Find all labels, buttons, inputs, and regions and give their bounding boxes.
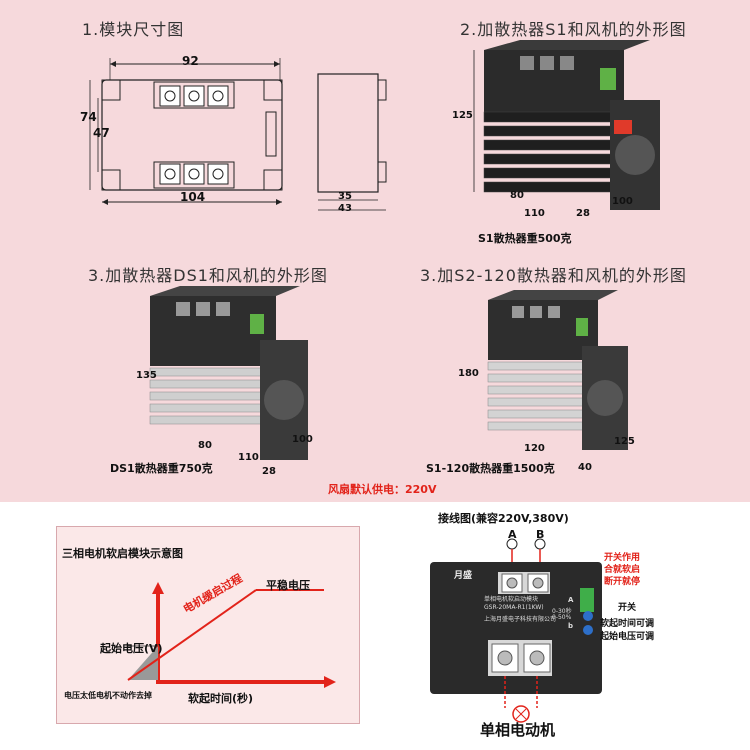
- s2-d3: 125: [614, 436, 635, 447]
- switch-note-line1: 开关作用: [604, 553, 641, 563]
- dim-bottom: 104: [180, 190, 206, 204]
- module-line2: GSR-20MA-R1(1KW): [484, 604, 544, 611]
- ds1-d3: 28: [262, 466, 276, 477]
- switch-note-line3: 断开就停: [604, 577, 641, 587]
- module-line3: 上海月盛电子科技有限公司: [484, 616, 557, 623]
- ds1-heatsink-image: [149, 286, 308, 460]
- terminal-a-label: A: [508, 528, 517, 541]
- module-dimension-drawing: [89, 58, 387, 211]
- dim-top: 92: [182, 54, 199, 68]
- switch-label: 开关: [618, 603, 637, 613]
- s2-120-heatsink-image: [487, 290, 628, 450]
- section2-title: 2.加散热器S1和风机的外形图: [460, 20, 687, 39]
- s1-heatsink-image: [473, 40, 660, 210]
- ds1-d2: 110: [238, 452, 259, 463]
- ds1-height: 135: [136, 370, 157, 381]
- terminal-b-label: B: [536, 528, 545, 541]
- low-voltage-note: 电压太低电机不动作去掉: [64, 691, 152, 700]
- module-brand: 月盛: [454, 571, 473, 581]
- s2-caption: S1-120散热器重1500克: [426, 462, 555, 475]
- dim-left-outer: 74: [80, 110, 97, 124]
- soft-time-label: 软起时间可调: [600, 619, 655, 629]
- s2-d2: 40: [578, 462, 592, 473]
- pot-a: A: [568, 596, 574, 604]
- pot-b-range: 0-50%: [552, 614, 572, 621]
- start-voltage-label: 起始电压(V): [100, 642, 163, 655]
- start-voltage-adjust-label: 起始电压可调: [600, 632, 655, 642]
- graph-title: 三相电机软启模块示意图: [62, 547, 183, 560]
- motor-label: 单相电动机: [480, 721, 556, 739]
- wiring-title: 接线图(兼容220V,380V): [438, 512, 569, 525]
- ds1-d4: 100: [292, 434, 313, 445]
- wiring-diagram: [430, 538, 602, 723]
- dim-left-inner: 47: [93, 126, 110, 140]
- s1-d3: 28: [576, 208, 590, 219]
- s2-height: 180: [458, 368, 479, 379]
- section4-title: 3.加S2-120散热器和风机的外形图: [420, 266, 687, 285]
- s1-height: 125: [452, 110, 473, 121]
- ds1-d1: 80: [198, 440, 212, 451]
- s1-d4: 100: [612, 196, 633, 207]
- fan-power-note: 风扇默认供电：220V: [328, 483, 437, 496]
- s1-caption: S1散热器重500克: [478, 232, 572, 245]
- x-axis-label: 软起时间(秒): [188, 692, 254, 705]
- dim-side1: 35: [338, 191, 352, 202]
- soft-start-graph: [127, 582, 336, 688]
- soft-start-graph-panel: [56, 526, 360, 724]
- ds1-caption: DS1散热器重750克: [110, 462, 213, 475]
- pot-b: b: [568, 622, 574, 630]
- module-line1: 单相电机软启动模块: [484, 596, 539, 603]
- section1-title: 1.模块尺寸图: [82, 20, 185, 39]
- section3-title: 3.加散热器DS1和风机的外形图: [88, 266, 328, 285]
- s2-d1: 120: [524, 443, 545, 454]
- s1-d2: 110: [524, 208, 545, 219]
- pot-a-range: 0-30秒: [552, 608, 572, 615]
- switch-note-line2: 合就软启: [604, 565, 641, 575]
- stable-voltage-label: 平稳电压: [266, 579, 310, 592]
- s1-d1: 80: [510, 190, 524, 201]
- switch-note: 开关作用 合就软启 断开就停: [604, 552, 640, 588]
- dim-side2: 43: [338, 203, 352, 214]
